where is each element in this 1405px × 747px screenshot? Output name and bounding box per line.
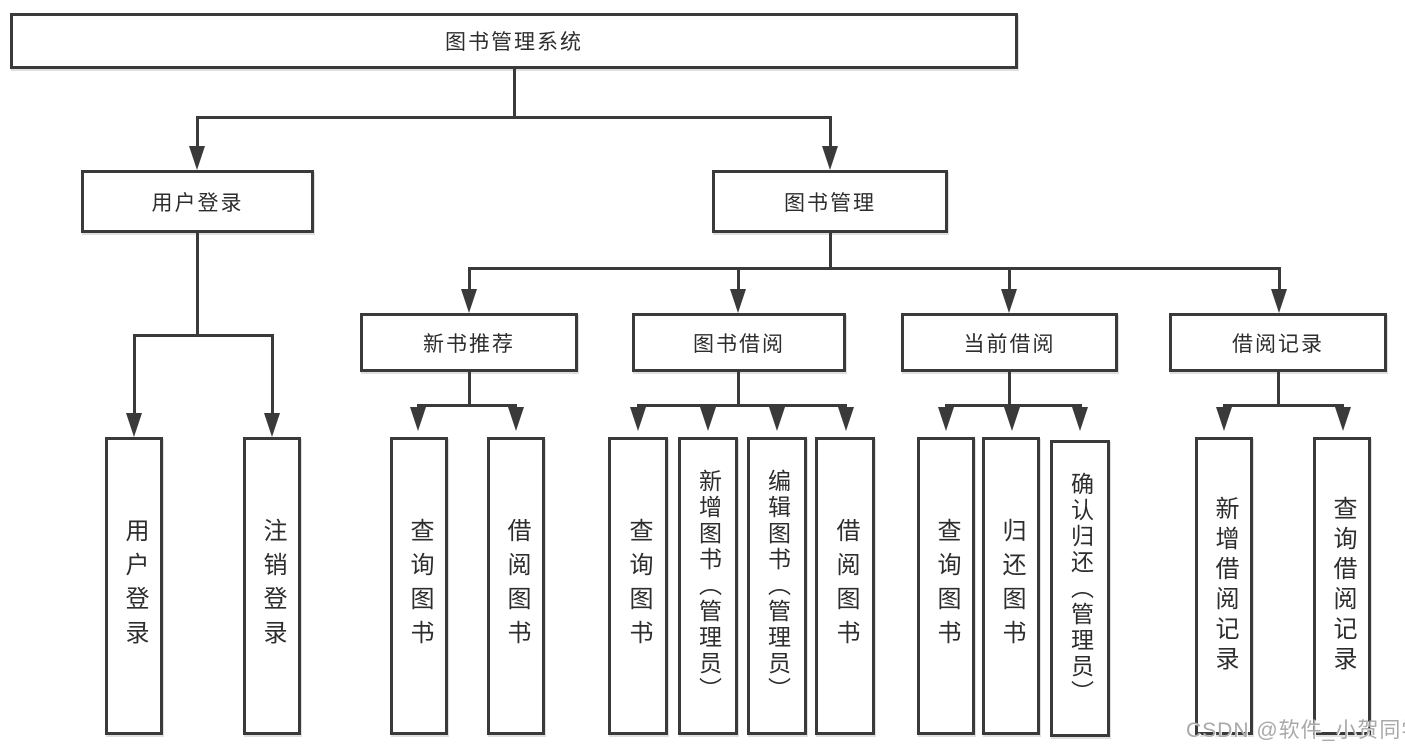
connector-line — [468, 267, 471, 291]
connector-line — [196, 233, 199, 337]
node-label: 图书管理系统 — [445, 31, 583, 54]
node-label: 图书管理 — [784, 191, 876, 215]
leaf-borrow-books: 借阅图书 — [815, 437, 875, 735]
node-label: 借阅图书 — [503, 518, 530, 654]
node-label: 新增借阅记录 — [1211, 496, 1238, 676]
node-label: 注销登录 — [259, 518, 286, 654]
node-label: 编辑图书（管理员） — [764, 469, 791, 703]
leaf-logout: 注销登录 — [243, 437, 301, 735]
leaf-query-books-current: 查询图书 — [917, 437, 975, 735]
leaf-borrow-books-recommend: 借阅图书 — [487, 437, 545, 735]
connector-line — [1278, 267, 1281, 291]
node-label: 新书推荐 — [423, 332, 515, 356]
node-current-borrowing: 当前借阅 — [901, 313, 1118, 372]
connector-line — [133, 334, 136, 413]
arrow-down-icon — [938, 407, 954, 431]
connector-line — [196, 116, 199, 148]
arrow-down-icon — [1004, 407, 1020, 431]
node-label: 确认归还（管理员） — [1067, 471, 1094, 706]
node-root-library-system: 图书管理系统 — [10, 13, 1018, 69]
connector-line — [1008, 267, 1011, 291]
leaf-query-books-borrowing: 查询图书 — [608, 437, 668, 735]
leaf-edit-books-admin: 编辑图书（管理员） — [747, 437, 807, 735]
arrow-down-icon — [822, 146, 838, 170]
connector-line — [737, 372, 740, 406]
arrow-down-icon — [1216, 407, 1232, 431]
leaf-query-borrow-record: 查询借阅记录 — [1313, 437, 1371, 735]
node-label: 借阅记录 — [1232, 332, 1324, 356]
node-borrowing-records: 借阅记录 — [1169, 313, 1387, 372]
node-label: 查询图书 — [933, 518, 960, 654]
arrow-down-icon — [1335, 407, 1351, 431]
connector-line — [829, 233, 832, 269]
arrow-down-icon — [769, 407, 785, 431]
node-label: 图书借阅 — [693, 332, 785, 356]
connector-line — [513, 69, 516, 117]
arrow-down-icon — [1001, 289, 1017, 313]
node-book-management: 图书管理 — [712, 170, 948, 233]
connector-line — [637, 404, 847, 407]
node-label: 新增图书（管理员） — [695, 469, 722, 703]
arrow-down-icon — [1072, 407, 1088, 431]
leaf-query-books-recommend: 查询图书 — [390, 437, 448, 735]
node-label: 当前借阅 — [963, 332, 1056, 356]
arrow-down-icon — [700, 407, 716, 431]
connector-line — [945, 404, 1082, 407]
connector-line — [829, 116, 832, 148]
connector-line — [737, 267, 740, 291]
leaf-add-books-admin: 新增图书（管理员） — [678, 437, 738, 735]
node-label: 用户登录 — [121, 518, 148, 654]
connector-line — [468, 372, 471, 406]
connector-line — [133, 334, 274, 337]
arrow-down-icon — [508, 407, 524, 431]
node-label: 用户登录 — [151, 191, 244, 215]
node-new-book-recommend: 新书推荐 — [360, 313, 578, 372]
connector-line — [1008, 372, 1011, 406]
arrow-down-icon — [730, 289, 746, 313]
leaf-confirm-return-admin: 确认归还（管理员） — [1050, 440, 1110, 737]
arrow-down-icon — [461, 289, 477, 313]
leaf-return-books: 归还图书 — [982, 437, 1040, 735]
node-user-login: 用户登录 — [81, 170, 314, 233]
csdn-watermark: CSDN @软件_小贺同学 — [1186, 719, 1405, 742]
arrow-down-icon — [1271, 289, 1287, 313]
node-label: 查询图书 — [406, 518, 433, 654]
node-label: 查询借阅记录 — [1329, 496, 1356, 676]
arrow-down-icon — [126, 413, 142, 437]
arrow-down-icon — [189, 146, 205, 170]
connector-line — [1277, 372, 1280, 406]
connector-line — [417, 404, 517, 407]
arrow-down-icon — [410, 407, 426, 431]
connector-line — [196, 116, 832, 119]
node-book-borrowing: 图书借阅 — [632, 313, 846, 372]
arrow-down-icon — [838, 407, 854, 431]
connector-line — [271, 334, 274, 413]
connector-line — [1223, 404, 1344, 407]
arrow-down-icon — [630, 407, 646, 431]
node-label: 归还图书 — [998, 518, 1025, 654]
leaf-user-login: 用户登录 — [105, 437, 163, 735]
connector-line — [468, 267, 1281, 270]
node-label: 借阅图书 — [832, 518, 859, 654]
node-label: 查询图书 — [625, 518, 652, 654]
leaf-add-borrow-record: 新增借阅记录 — [1195, 437, 1253, 735]
arrow-down-icon — [264, 413, 280, 437]
